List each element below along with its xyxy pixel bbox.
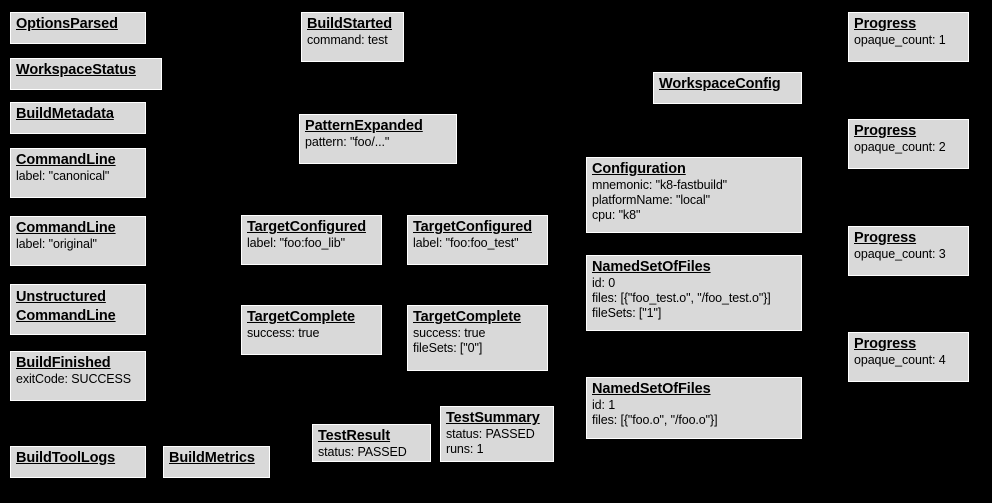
node-attribute-line: opaque_count: 2 [854, 140, 946, 154]
node-attribute-line: id: 0 [592, 276, 616, 290]
node-attribute-line: label: "original" [16, 237, 97, 251]
graph-node-unstructured-command-line[interactable]: Unstructured CommandLine [10, 284, 146, 335]
node-attribute-line: runs: 1 [446, 442, 484, 456]
graph-node-build-tool-logs[interactable]: BuildToolLogs [10, 446, 146, 478]
node-attribute-line: label: "foo:foo_lib" [247, 236, 345, 250]
node-title: WorkspaceConfig [659, 76, 781, 92]
graph-node-build-metrics[interactable]: BuildMetrics [163, 446, 270, 478]
node-attribute-line: status: PASSED [446, 427, 535, 441]
node-title: NamedSetOfFiles [592, 259, 711, 275]
graph-node-build-metadata[interactable]: BuildMetadata [10, 102, 146, 134]
node-attribute-line: label: "canonical" [16, 169, 110, 183]
node-attribute-line: fileSets: ["0"] [413, 341, 483, 355]
node-title: Progress [854, 16, 917, 32]
node-attribute-line: label: "foo:foo_test" [413, 236, 519, 250]
node-title: CommandLine [16, 220, 116, 236]
node-title: TestSummary [446, 410, 540, 426]
node-title: Configuration [592, 161, 686, 177]
node-title: Unstructured CommandLine [16, 289, 116, 324]
node-attributes: pattern: "foo/..." [305, 135, 451, 150]
node-title: OptionsParsed [16, 16, 118, 32]
graph-node-workspace-config[interactable]: WorkspaceConfig [653, 72, 802, 104]
node-title: WorkspaceStatus [16, 62, 136, 78]
node-title: PatternExpanded [305, 118, 423, 134]
node-attributes: opaque_count: 3 [854, 247, 963, 262]
node-title: CommandLine [16, 152, 116, 168]
node-title: Progress [854, 336, 917, 352]
node-title: TestResult [318, 428, 391, 444]
node-attribute-line: opaque_count: 1 [854, 33, 946, 47]
node-title: BuildToolLogs [16, 450, 116, 466]
node-attribute-line: platformName: "local" [592, 193, 710, 207]
node-title: BuildMetadata [16, 106, 114, 122]
node-attribute-line: pattern: "foo/..." [305, 135, 390, 149]
node-attribute-line: opaque_count: 3 [854, 247, 946, 261]
node-attribute-line: success: true [413, 326, 486, 340]
node-attribute-line: id: 1 [592, 398, 616, 412]
node-title: BuildStarted [307, 16, 393, 32]
node-attributes: label: "foo:foo_lib" [247, 236, 376, 251]
node-attribute-line: command: test [307, 33, 388, 47]
node-attributes: opaque_count: 1 [854, 33, 963, 48]
node-attribute-line: cpu: "k8" [592, 208, 641, 222]
node-attributes: opaque_count: 2 [854, 140, 963, 155]
node-title: TargetConfigured [413, 219, 532, 235]
node-attributes: label: "foo:foo_test" [413, 236, 542, 251]
graph-node-options-parsed[interactable]: OptionsParsed [10, 12, 146, 44]
node-attribute-line: fileSets: ["1"] [592, 306, 662, 320]
node-title: NamedSetOfFiles [592, 381, 711, 397]
node-title: BuildFinished [16, 355, 111, 371]
node-attributes: label: "canonical" [16, 169, 140, 184]
node-attributes: mnemonic: "k8-fastbuild"platformName: "l… [592, 178, 796, 223]
node-title: BuildMetrics [169, 450, 255, 466]
node-attribute-line: opaque_count: 4 [854, 353, 946, 367]
node-title: TargetComplete [247, 309, 355, 325]
node-attribute-line: exitCode: SUCCESS [16, 372, 132, 386]
node-attributes: success: true [247, 326, 376, 341]
node-attributes: command: test [307, 33, 398, 48]
node-title: Progress [854, 123, 917, 139]
node-attributes: exitCode: SUCCESS [16, 372, 140, 387]
node-attribute-line: success: true [247, 326, 320, 340]
node-title: TargetComplete [413, 309, 521, 325]
node-attribute-line: files: [{"foo.o", "/foo.o"}] [592, 413, 718, 427]
node-title: TargetConfigured [247, 219, 366, 235]
node-attributes: status: PASSED [318, 445, 425, 460]
node-attributes: label: "original" [16, 237, 140, 252]
node-attribute-line: status: PASSED [318, 445, 407, 459]
node-attribute-line: files: [{"foo_test.o", "/foo_test.o"}] [592, 291, 771, 305]
node-attributes: opaque_count: 4 [854, 353, 963, 368]
node-attribute-line: mnemonic: "k8-fastbuild" [592, 178, 728, 192]
node-title: Progress [854, 230, 917, 246]
graph-node-workspace-status[interactable]: WorkspaceStatus [10, 58, 162, 90]
